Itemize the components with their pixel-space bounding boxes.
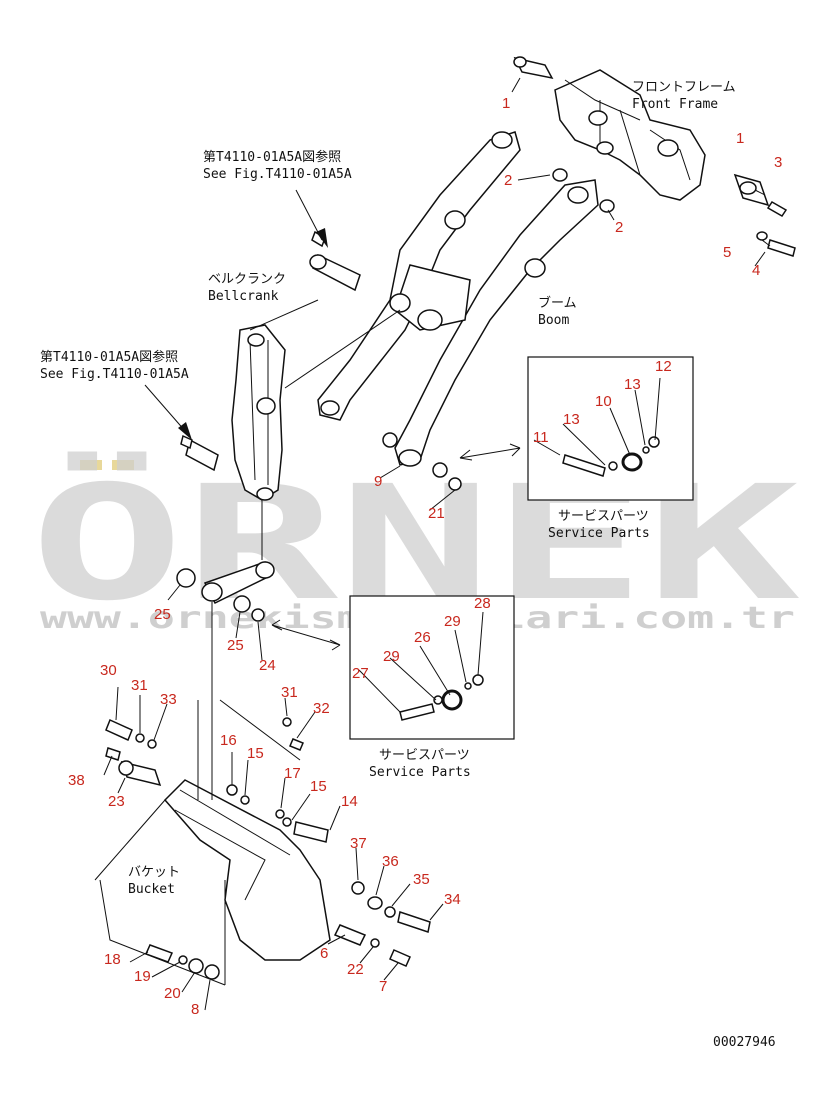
callout-33: 33 <box>160 691 177 708</box>
callout-34: 34 <box>444 891 461 908</box>
double-arrow-2 <box>271 619 341 651</box>
callout-11: 11 <box>533 429 549 446</box>
callout-12: 12 <box>655 358 672 375</box>
callout-9: 9 <box>374 473 382 490</box>
watermark-umlaut-right <box>112 460 134 470</box>
drawing-number: 00027946 <box>713 1035 776 1050</box>
watermark-umlaut-left <box>80 460 102 470</box>
front-frame <box>513 56 796 257</box>
callout-30: 30 <box>100 662 117 679</box>
callout-1: 1 <box>736 130 744 147</box>
callout-2: 2 <box>615 219 623 236</box>
link <box>176 500 275 700</box>
callout-35: 35 <box>413 871 430 888</box>
boom-label-jp: ブーム <box>538 295 577 311</box>
see-fig-label-jp-1: 第T4110-01A5A図参照 <box>203 149 341 165</box>
callout-3: 3 <box>774 154 782 171</box>
callout-15: 15 <box>310 778 327 795</box>
see-fig-label-en-1: See Fig.T4110-01A5A <box>203 167 352 182</box>
callout-27: 27 <box>352 665 369 682</box>
callout-21: 21 <box>428 505 445 522</box>
callout-19: 19 <box>134 968 151 985</box>
bucket-label-en: Bucket <box>128 882 175 897</box>
pointer-arrow-1 <box>295 189 328 248</box>
callout-31: 31 <box>281 684 298 701</box>
bucket-label-jp: バケット <box>128 865 180 880</box>
callout-31: 31 <box>131 677 148 694</box>
callout-32: 32 <box>313 700 330 717</box>
callout-23: 23 <box>108 793 125 810</box>
callout-15: 15 <box>247 745 264 762</box>
leader-lines <box>103 77 771 1011</box>
see-fig-label-en-2: See Fig.T4110-01A5A <box>40 367 189 382</box>
callout-4: 4 <box>752 262 760 279</box>
pointer-arrow-2 <box>144 384 192 440</box>
callout-16: 16 <box>220 732 237 749</box>
callout-24: 24 <box>259 657 276 674</box>
callout-26: 26 <box>414 629 431 646</box>
callout-36: 36 <box>382 853 399 870</box>
bellcrank-label-en: Bellcrank <box>208 289 279 304</box>
callout-13: 13 <box>563 411 580 428</box>
callout-17: 17 <box>284 765 301 782</box>
callout-29: 29 <box>383 648 400 665</box>
boom <box>309 131 599 491</box>
bellcrank-label-jp: ベルクランク <box>208 272 286 287</box>
service-parts-label-jp-2: サービスパーツ <box>379 748 470 763</box>
front-frame-label-en: Front Frame <box>632 97 718 112</box>
callout-25: 25 <box>227 637 244 654</box>
callout-6: 6 <box>320 945 328 962</box>
callout-29: 29 <box>444 613 461 630</box>
service-parts-box-1 <box>527 356 694 501</box>
callout-28: 28 <box>474 595 491 612</box>
callout-25: 25 <box>154 606 171 623</box>
callout-2: 2 <box>504 172 512 189</box>
callout-13: 13 <box>624 376 641 393</box>
boom-label-en: Boom <box>538 313 569 328</box>
callout-18: 18 <box>104 951 121 968</box>
callout-10: 10 <box>595 393 612 410</box>
double-arrow-1 <box>459 443 521 461</box>
callout-1: 1 <box>502 95 510 112</box>
callout-38: 38 <box>68 772 85 789</box>
callout-8: 8 <box>191 1001 199 1018</box>
callout-5: 5 <box>723 244 731 261</box>
service-parts-label-en-1: Service Parts <box>548 526 650 541</box>
callouts: 1 1 2 2 3 4 5 6 7 8 9 10 11 12 13 13 14 … <box>68 95 782 1018</box>
bellcrank <box>180 299 401 501</box>
front-frame-label-jp: フロントフレーム <box>632 80 736 95</box>
see-fig-label-jp-2: 第T4110-01A5A図参照 <box>40 349 178 365</box>
service-parts-box-2 <box>349 595 515 740</box>
bucket <box>94 699 431 986</box>
service-parts-label-jp-1: サービスパーツ <box>558 509 649 524</box>
callout-37: 37 <box>350 835 367 852</box>
callout-14: 14 <box>341 793 358 810</box>
callout-22: 22 <box>347 961 364 978</box>
callout-7: 7 <box>379 978 387 995</box>
callout-20: 20 <box>164 985 181 1002</box>
service-parts-label-en-2: Service Parts <box>369 765 471 780</box>
